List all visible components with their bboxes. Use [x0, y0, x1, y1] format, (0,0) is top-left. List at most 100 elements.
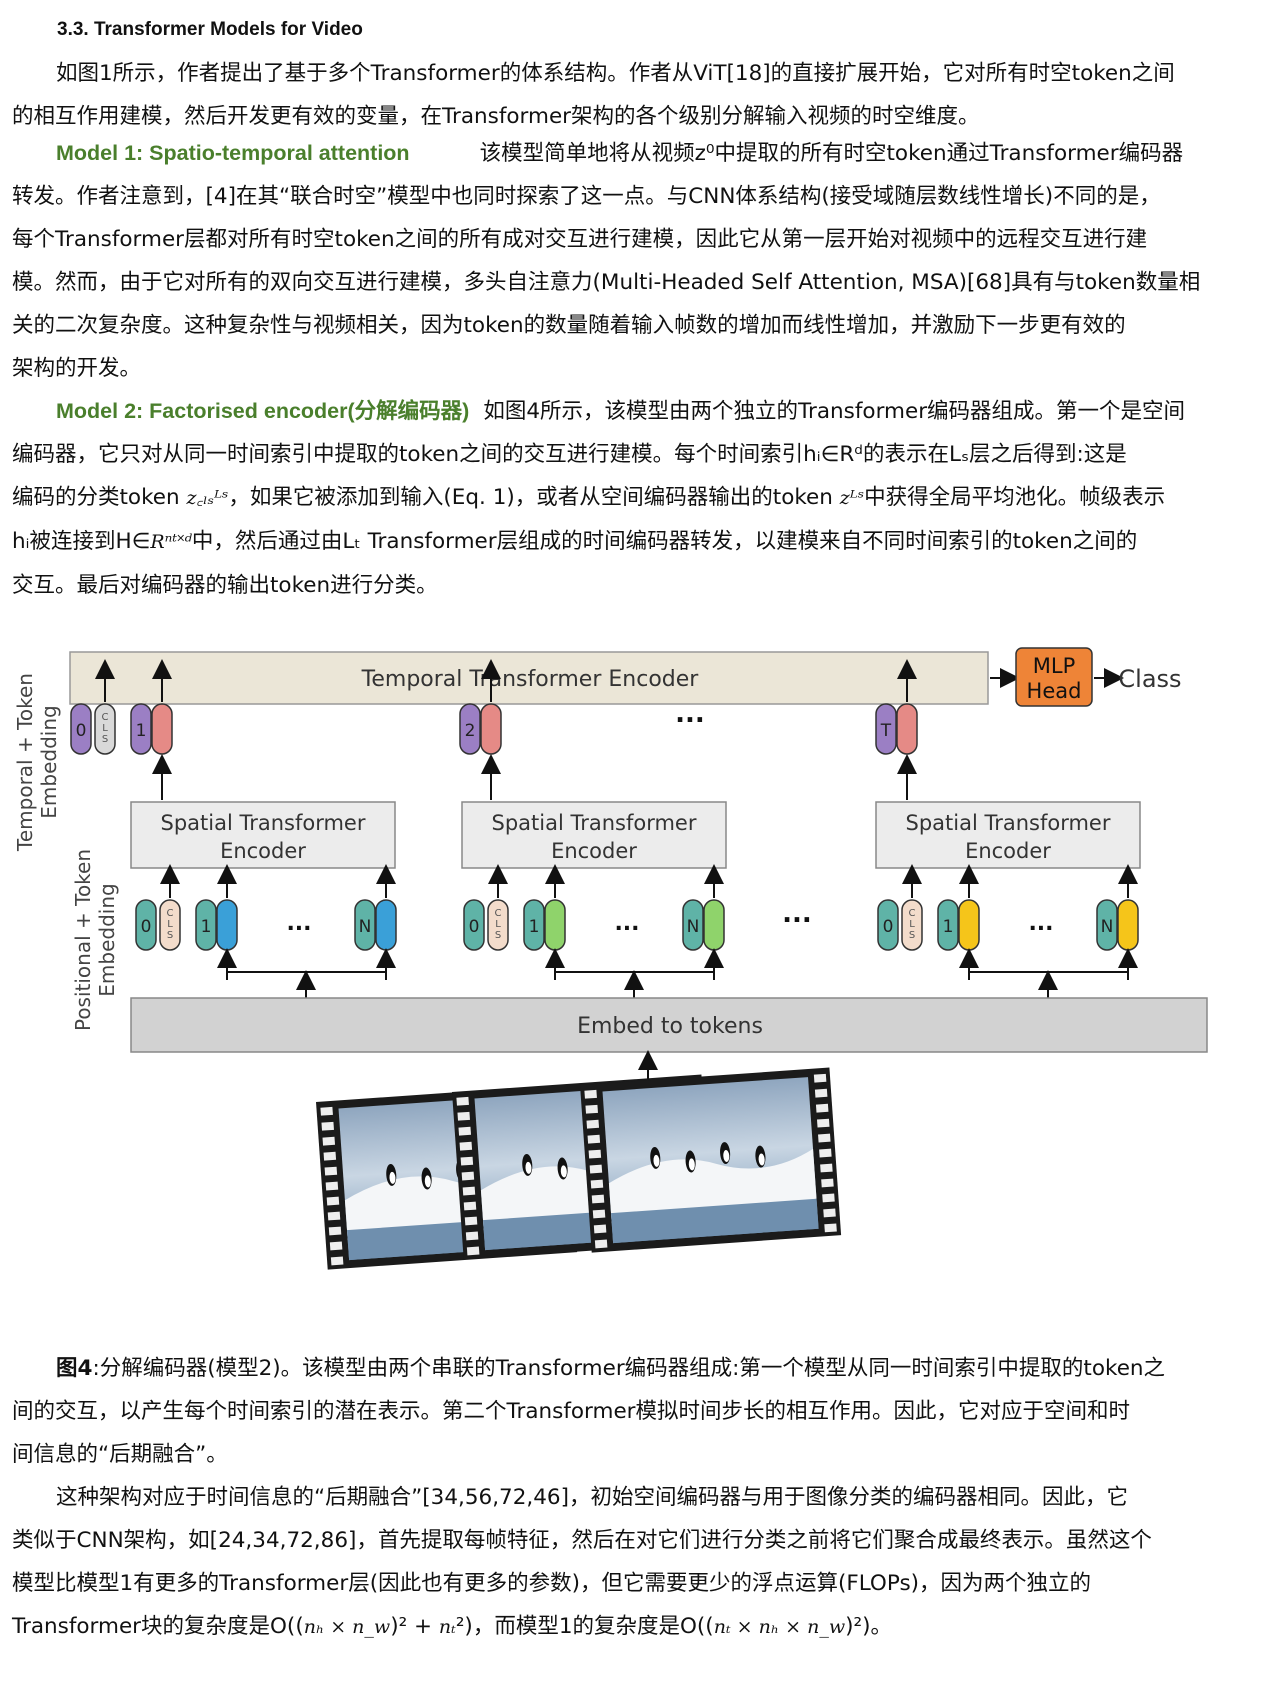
- spatial-encoder-line1: Spatial Transformer: [906, 811, 1111, 835]
- spatial-3-token-N-label: N: [1101, 917, 1114, 937]
- frame-3-sprocket: [587, 1134, 601, 1144]
- spatial-encoder-line2: Encoder: [965, 839, 1051, 863]
- frame-1-sprocket: [327, 1211, 341, 1221]
- temporal-token-0-label: 0: [76, 721, 87, 741]
- model2-line: 中，然后通过由Lₜ Transformer层组成的时间编码器转发，以建模来自不同…: [191, 529, 1138, 554]
- side-label-temporal: Temporal + Token Embedding: [13, 673, 61, 852]
- frame-3-sprocket: [823, 1208, 836, 1218]
- temporal-token-T-pill: [875, 703, 897, 755]
- model2-title: Model 2: Factorised encoder(分解编码器): [56, 399, 470, 423]
- temporal-token-2-label: 2: [465, 721, 476, 741]
- frame-1-sprocket: [320, 1106, 333, 1116]
- frame-3-penguin-belly: [758, 1153, 765, 1166]
- frame-2-sprocket: [458, 1126, 472, 1136]
- factorised-encoder-figure: Temporal + Token Embedding Positional + …: [0, 640, 1267, 1340]
- temporal-token-2-pill: [459, 703, 481, 755]
- spatial-2-token-1-label: 1: [529, 917, 540, 937]
- frame-2-sprocket: [463, 1201, 477, 1211]
- frame-3-sprocket: [589, 1164, 603, 1174]
- spatial-encoder-box-1: [130, 801, 396, 869]
- spatial-3-token-N-pill: [1096, 899, 1118, 951]
- frame-3-penguin-belly: [723, 1149, 730, 1162]
- frame-1-sprocket: [324, 1166, 338, 1176]
- spatial-1-token-0-pill: [135, 899, 157, 951]
- model1-line: 每个Transformer层都对所有时空token之间的所有成对交互进行建模，因…: [12, 227, 1148, 252]
- spatial-1-bracket: [226, 971, 387, 980]
- conclusion-line: 类似于CNN架构，如[24,34,72,86]，首先提取每帧特征，然后在对它们进…: [12, 1528, 1152, 1553]
- frame-2-sprocket: [456, 1096, 469, 1106]
- temporal-token-1-pill: [130, 703, 152, 755]
- conclusion-line: 这种架构对应于时间信息的“后期融合”[34,56,72,46]，初始空间编码器与…: [56, 1485, 1128, 1510]
- frame-2-sprocket: [466, 1246, 480, 1256]
- spatial-2-cls-pill: [487, 899, 509, 951]
- spatial-1-ellipsis: ...: [286, 911, 311, 936]
- spatial-1-token-N-pill: [354, 899, 376, 951]
- temporal-cls-label: L: [102, 723, 108, 734]
- frame-3-sprocket: [584, 1089, 597, 1099]
- frame-1-sprocket: [330, 1256, 344, 1266]
- spatial-3-token-0-pill: [877, 899, 899, 951]
- frame-2-sprocket: [459, 1141, 473, 1151]
- caption-line: 间的交互，以产生每个时间索引的潜在表示。第二个Transformer模拟时间步长…: [12, 1399, 1131, 1424]
- model1-title: Model 1: Spatio-temporal attention: [56, 141, 410, 165]
- model2-line: 如图4所示，该模型由两个独立的Transformer编码器组成。第一个是空间: [483, 399, 1186, 424]
- frame-3-sprocket: [591, 1194, 605, 1204]
- spatial-3-token-0-label: 0: [883, 917, 894, 937]
- side-label-positional-line2: Embedding: [95, 883, 119, 996]
- spatial-2-patch-1-pill: [544, 899, 566, 951]
- frame-1-sprocket: [323, 1151, 337, 1161]
- frame-3-sprocket: [585, 1104, 598, 1114]
- frame-1-sprocket: [326, 1196, 340, 1206]
- spatial-encoder-line1: Spatial Transformer: [492, 811, 697, 835]
- caption-label: 图4: [56, 1356, 93, 1381]
- model2-line: 交互。最后对编码器的输出token进行分类。: [12, 573, 438, 598]
- embed-label: Embed to tokens: [577, 1014, 763, 1039]
- frame-3-sprocket: [588, 1149, 602, 1159]
- temporal-frame-T-pill: [896, 703, 918, 755]
- model2-line: 中获得全局平均池化。帧级表示: [864, 485, 1166, 510]
- frame-3-water: [611, 1198, 819, 1244]
- frame-3: [580, 1067, 842, 1253]
- intro-line: 的相互作用建模，然后开发更有效的变量，在Transformer架构的各个级别分解…: [12, 104, 980, 129]
- spatial-1-cls-label: C: [167, 908, 174, 919]
- math-nt-nh-nw: nₜ × nₕ × n_w: [713, 1616, 846, 1638]
- frame-3-sprocket: [813, 1073, 827, 1083]
- intro-line: 如图1所示，作者提出了基于多个Transformer的体系结构。作者从ViT[1…: [56, 61, 1175, 86]
- spatial-1-token-N-label: N: [359, 917, 372, 937]
- video-frames: [316, 1067, 842, 1270]
- frame-3-sprocket: [818, 1133, 831, 1143]
- model2-line: 编码的分类token: [12, 485, 187, 510]
- conclusion-line: ²)，而模型1的复杂度是O((: [455, 1614, 714, 1639]
- caption-line: :分解编码器(模型2)。该模型由两个串联的Transformer编码器组成:第一…: [92, 1356, 1166, 1381]
- frame-2-sprocket: [462, 1186, 476, 1196]
- math-z-cls: z꜀ₗₛᴸˢ: [186, 487, 229, 509]
- frame-2-sprocket: [465, 1231, 479, 1241]
- spatial-2-token-0-label: 0: [469, 917, 480, 937]
- frame-3-sprocket: [820, 1163, 833, 1173]
- spatial-2-token-1-pill: [523, 899, 545, 951]
- figure-caption: 图4:分解编码器(模型2)。该模型由两个串联的Transformer编码器组成:…: [12, 1347, 1252, 1476]
- frame-3-sprocket: [816, 1118, 830, 1128]
- temporal-encoder-label: Temporal Transformer Encoder: [361, 667, 700, 692]
- spatial-3-cls-label: C: [909, 908, 916, 919]
- model2-line: ，如果它被添加到输入(Eq. 1)，或者从空间编码器输出的token: [228, 485, 840, 510]
- frame-2-sprocket: [457, 1111, 470, 1121]
- model1-line: 架构的开发。: [12, 356, 142, 381]
- spatial-3-cls-label: L: [909, 919, 915, 930]
- figure-svg: Temporal + Token Embedding Positional + …: [13, 647, 1208, 1270]
- side-label-temporal-line2: Embedding: [37, 705, 61, 818]
- temporal-cls-label: C: [102, 712, 109, 723]
- intro-paragraph: 如图1所示，作者提出了基于多个Transformer的体系结构。作者从ViT[1…: [12, 52, 1252, 138]
- spatial-2-cls-label: S: [495, 930, 501, 941]
- temporal-ellipsis: ...: [675, 699, 705, 729]
- spatial-3-token-1-pill: [937, 899, 959, 951]
- model1-line: 转发。作者注意到，[4]在其“联合时空”模型中也同时探索了这一点。与CNN体系结…: [12, 184, 1161, 209]
- frame-1-penguin-belly: [389, 1171, 396, 1184]
- spatial-2-ellipsis: ...: [614, 911, 639, 936]
- mlp-head-line2: Head: [1027, 679, 1082, 703]
- frame-3-sprocket: [594, 1239, 608, 1249]
- side-label-positional-line1: Positional + Token: [71, 849, 95, 1031]
